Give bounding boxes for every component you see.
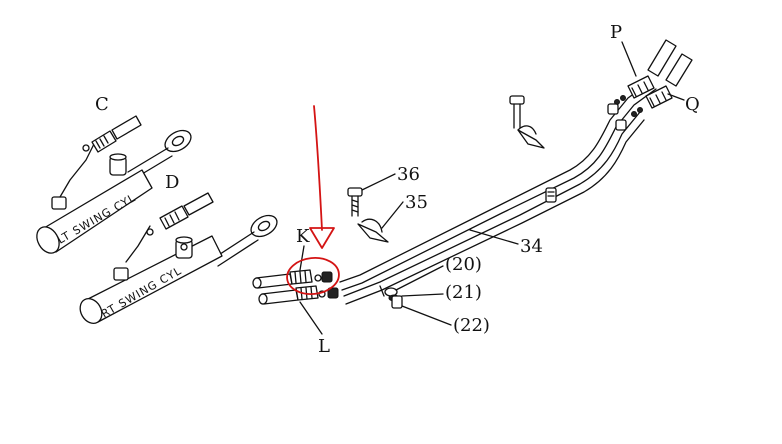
- red-circle: [286, 256, 340, 296]
- label-d: D: [165, 172, 179, 193]
- label-21: (21): [445, 282, 482, 303]
- hose-end-k: K: [252, 226, 333, 289]
- coupler-c: C: [82, 94, 142, 153]
- label-p: P: [610, 22, 622, 43]
- leader-34: [469, 229, 519, 245]
- red-arrow: [313, 105, 323, 231]
- tube-assembly-34: [339, 81, 657, 305]
- label-22: (22): [453, 315, 490, 336]
- label-l: L: [318, 336, 330, 357]
- fittings-20-21-22: (20) (21) (22): [379, 254, 490, 336]
- label-36: 36: [397, 164, 420, 185]
- clamp-35: 36 35: [347, 164, 428, 243]
- label-34: 34: [520, 236, 543, 257]
- label-k: K: [296, 226, 310, 247]
- fitting-q: Q: [607, 53, 700, 131]
- rt-swing-cylinder: RT SWING CYL: [79, 214, 278, 324]
- label-35: 35: [405, 192, 428, 213]
- coupler-d: D: [146, 172, 214, 236]
- label-q: Q: [685, 94, 700, 115]
- fitting-p: P: [610, 22, 677, 105]
- label-20: (20): [445, 254, 482, 275]
- red-annotation: [286, 105, 340, 296]
- red-arrowhead: [309, 227, 335, 249]
- hose-end-l: L: [258, 285, 339, 357]
- label-c: C: [95, 94, 109, 115]
- clamp-upper: [509, 95, 557, 203]
